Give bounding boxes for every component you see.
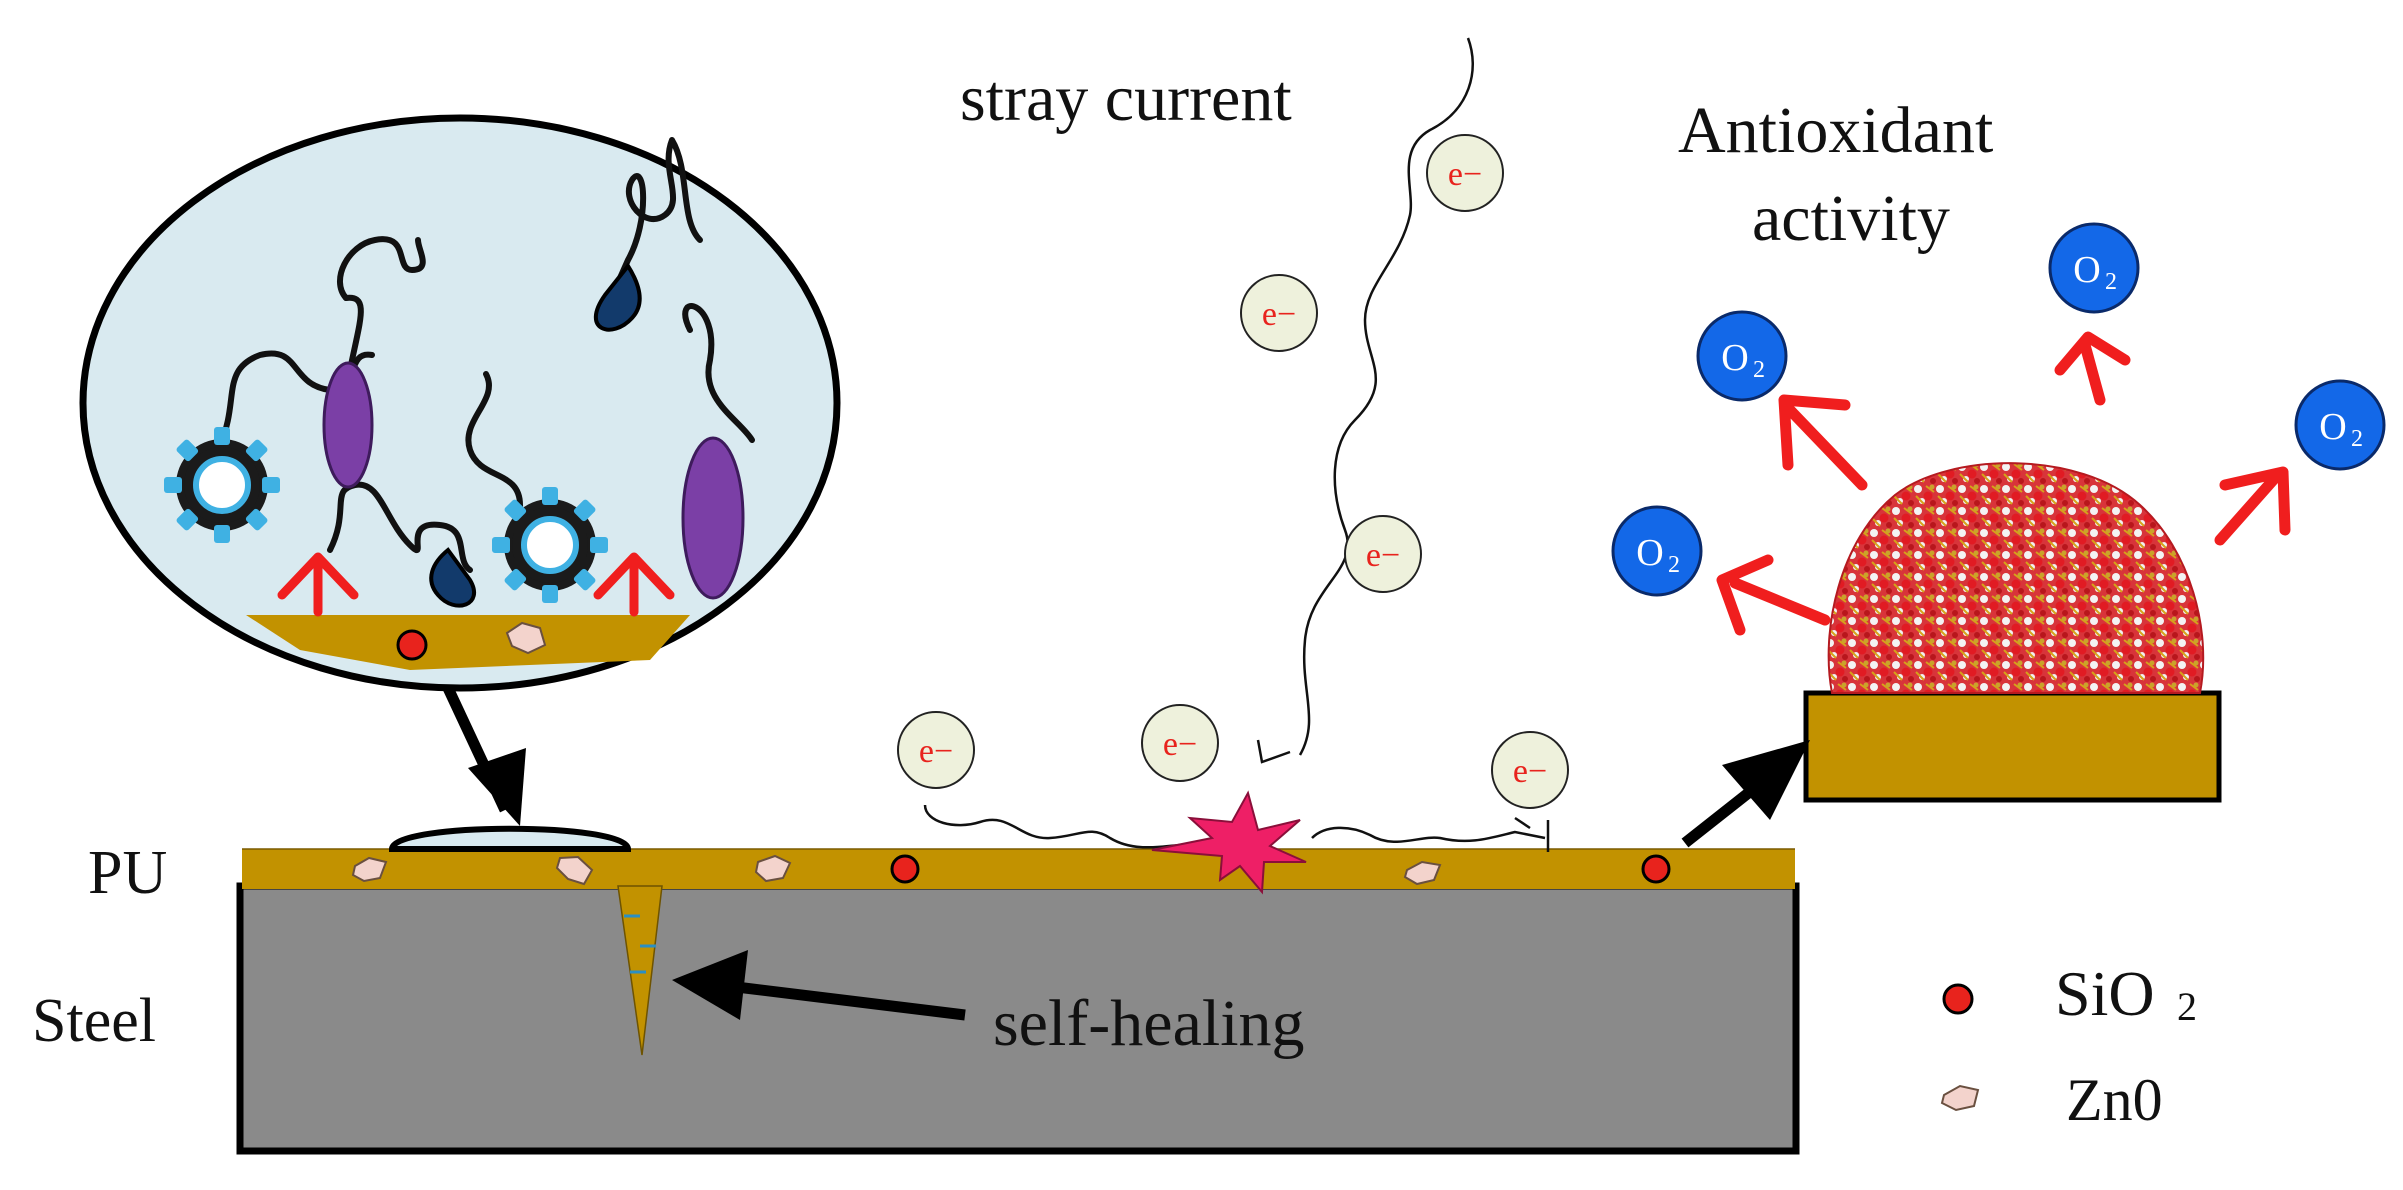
purple-chain-segment	[322, 361, 374, 489]
lateral-current-arrow	[1514, 816, 1531, 830]
oxygen-icon: O 2	[2294, 379, 2386, 471]
stray-current-arrowhead	[1256, 739, 1291, 764]
electron-label: e−	[1366, 537, 1400, 574]
legend-sio2-label: SiO	[2055, 958, 2155, 1029]
legend-zno-marker	[1940, 1084, 1980, 1112]
electron-label: e−	[1163, 726, 1197, 763]
legend-sio2-subscript: 2	[2177, 984, 2197, 1029]
electron-icon: e−	[1344, 515, 1422, 593]
stray-current-label: stray current	[960, 62, 1292, 135]
electron-icon: e−	[1491, 731, 1569, 809]
self-healing-arrow	[719, 979, 966, 1021]
electron-icon: e−	[897, 711, 975, 789]
legend-zno-label: Zn0	[2066, 1067, 2163, 1133]
droplet-icon	[429, 547, 477, 608]
oxygen-subscript: 2	[1753, 357, 1765, 383]
oxygen-icon: O 2	[1696, 310, 1788, 402]
bubble-coating-strip	[246, 615, 690, 670]
oxygen-icon: O 2	[1611, 505, 1703, 597]
zno-particle	[754, 854, 792, 883]
purple-chain-segment	[681, 436, 745, 600]
coating-bump	[388, 825, 632, 852]
lateral-current-left	[923, 804, 1181, 849]
pu-label: PU	[88, 839, 167, 907]
electron-label: e−	[919, 733, 953, 770]
electron-label: e−	[1448, 156, 1482, 193]
steel-substrate	[236, 882, 1800, 1155]
oxygen-release-arrow	[1716, 331, 2291, 636]
bubble-zno-particle	[505, 621, 547, 655]
zno-particle	[555, 855, 594, 886]
oxygen-icon: O 2	[2048, 222, 2140, 314]
zno-particle	[1403, 860, 1442, 886]
oxygen-label: O	[1636, 532, 1663, 574]
bubble-sio2-particle	[396, 629, 428, 661]
magnified-bubble	[79, 114, 841, 692]
electron-icon: e−	[1426, 134, 1504, 212]
electron-icon: e−	[1240, 274, 1318, 352]
gear-icon	[164, 427, 280, 543]
legend: SiO 2 Zn0	[1940, 958, 2197, 1133]
oxygen-subscript: 2	[2105, 269, 2117, 295]
oxygen-subscript: 2	[1668, 552, 1680, 578]
self-healing-arrow-head	[672, 950, 748, 1020]
electron-label: e−	[1262, 296, 1296, 333]
self-healing-label: self-healing	[993, 987, 1305, 1060]
magnify-arrow-head	[468, 748, 526, 826]
oxygen-label: O	[1721, 337, 1748, 379]
sio2-particle	[1641, 854, 1671, 884]
antioxidant-label-line1: Antioxidant	[1678, 94, 1993, 167]
oxygen-subscript: 2	[2351, 426, 2363, 452]
oxygen-label: O	[2073, 249, 2100, 291]
steel-label: Steel	[32, 987, 156, 1055]
red-up-arrow	[277, 552, 675, 617]
lateral-current-right	[1311, 826, 1546, 844]
electron-icon: e−	[1141, 704, 1219, 782]
electron-label: e−	[1513, 753, 1547, 790]
antioxidant-coating-block	[1803, 690, 2222, 803]
zno-particle	[351, 856, 388, 883]
antioxidant-label-line2: activity	[1752, 182, 1950, 255]
droplet-icon	[593, 262, 642, 332]
silica-nanoparticle	[1827, 462, 2205, 694]
gear-icon	[492, 487, 608, 603]
antioxidant-arrow-head	[1722, 740, 1810, 820]
stray-current-wire	[1298, 37, 1474, 756]
pu-coating-layer	[242, 849, 1795, 889]
sio2-particle	[890, 854, 920, 884]
spark-icon	[1151, 790, 1307, 895]
oxygen-label: O	[2319, 406, 2346, 448]
legend-sio2-marker	[1942, 983, 1974, 1015]
